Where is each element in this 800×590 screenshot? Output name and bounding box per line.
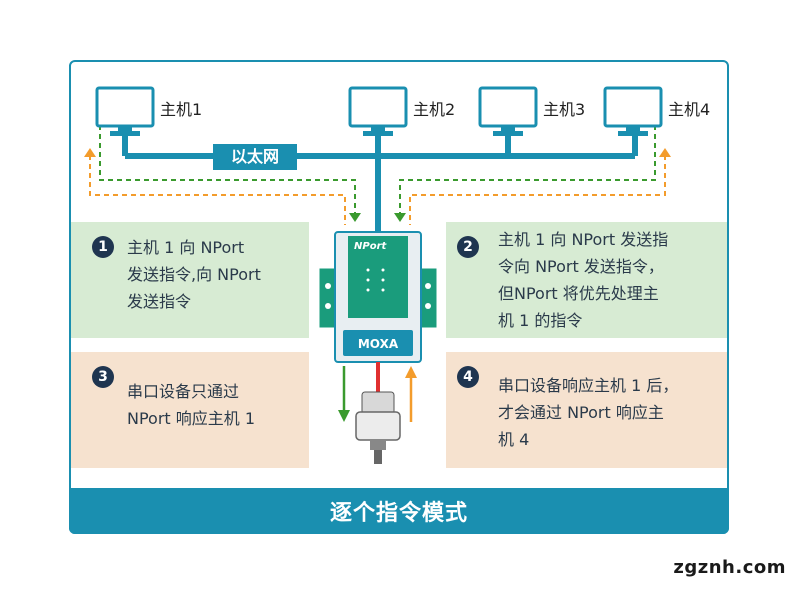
step-1-panel: 1 主机 1 向 NPort 发送指令,向 NPort 发送指令	[71, 222, 309, 338]
host1-request-path	[89, 125, 356, 225]
step-1-badge: 1	[92, 236, 114, 258]
step-2-line-1: 主机 1 向 NPort 发送指	[498, 230, 669, 249]
host-1-icon	[95, 86, 155, 136]
step-4-panel: 4 串口设备响应主机 1 后， 才会通过 NPort 响应主 机 4	[446, 352, 727, 468]
serial-connector-icon	[355, 391, 401, 464]
host-3-label: 主机3	[543, 100, 586, 119]
step-2-line-4: 机 1 的指令	[498, 311, 583, 330]
step-1-line-1: 主机 1 向 NPort	[127, 238, 245, 257]
step-3-line-2: NPort 响应主机 1	[127, 409, 256, 428]
step-2-line-2: 令向 NPort 发送指令，	[498, 257, 664, 276]
ethernet-lines	[122, 136, 638, 232]
step-2-panel: 2 主机 1 向 NPort 发送指 令向 NPort 发送指令， 但NPort…	[446, 222, 727, 338]
moxa-brand-label: MOXA	[358, 337, 399, 351]
step-4-line-2: 才会通过 NPort 响应主	[498, 403, 664, 422]
host-2-label: 主机2	[413, 100, 456, 119]
footer-title: 逐个指令模式	[69, 488, 729, 534]
arrow-down-host4-green	[394, 213, 406, 222]
nport-model-label: NPort	[354, 241, 388, 252]
step-1-line-2: 发送指令,向 NPort	[127, 265, 261, 284]
green-arrow-down	[338, 410, 350, 422]
step-1-line-3: 发送指令	[127, 292, 192, 311]
host-4-icon	[603, 86, 663, 136]
watermark-text: zgznh.com	[673, 557, 786, 578]
host-3-icon	[478, 86, 538, 136]
orange-arrow-up	[405, 366, 417, 378]
step-4-line-3: 机 4	[498, 430, 530, 449]
ethernet-label: 以太网	[213, 144, 297, 170]
step-4-line-1: 串口设备响应主机 1 后，	[498, 376, 679, 395]
host4-request-path	[399, 125, 666, 225]
host-4-label: 主机4	[668, 100, 711, 119]
arrow-up-host4-orange	[659, 148, 671, 157]
host-1-label: 主机1	[160, 100, 203, 119]
step-3-badge: 3	[92, 366, 114, 388]
step-2-line-3: 但NPort 将优先处理主	[498, 284, 659, 303]
step-2-badge: 2	[457, 236, 479, 258]
step-3-panel: 3 串口设备只通过 NPort 响应主机 1	[71, 352, 309, 468]
arrow-up-host1-orange	[84, 148, 96, 157]
nport-device-icon	[318, 231, 438, 363]
host-2-icon	[348, 86, 408, 136]
step-3-line-1: 串口设备只通过	[127, 382, 240, 401]
step-4-badge: 4	[457, 366, 479, 388]
arrow-down-host1-green	[349, 213, 361, 222]
